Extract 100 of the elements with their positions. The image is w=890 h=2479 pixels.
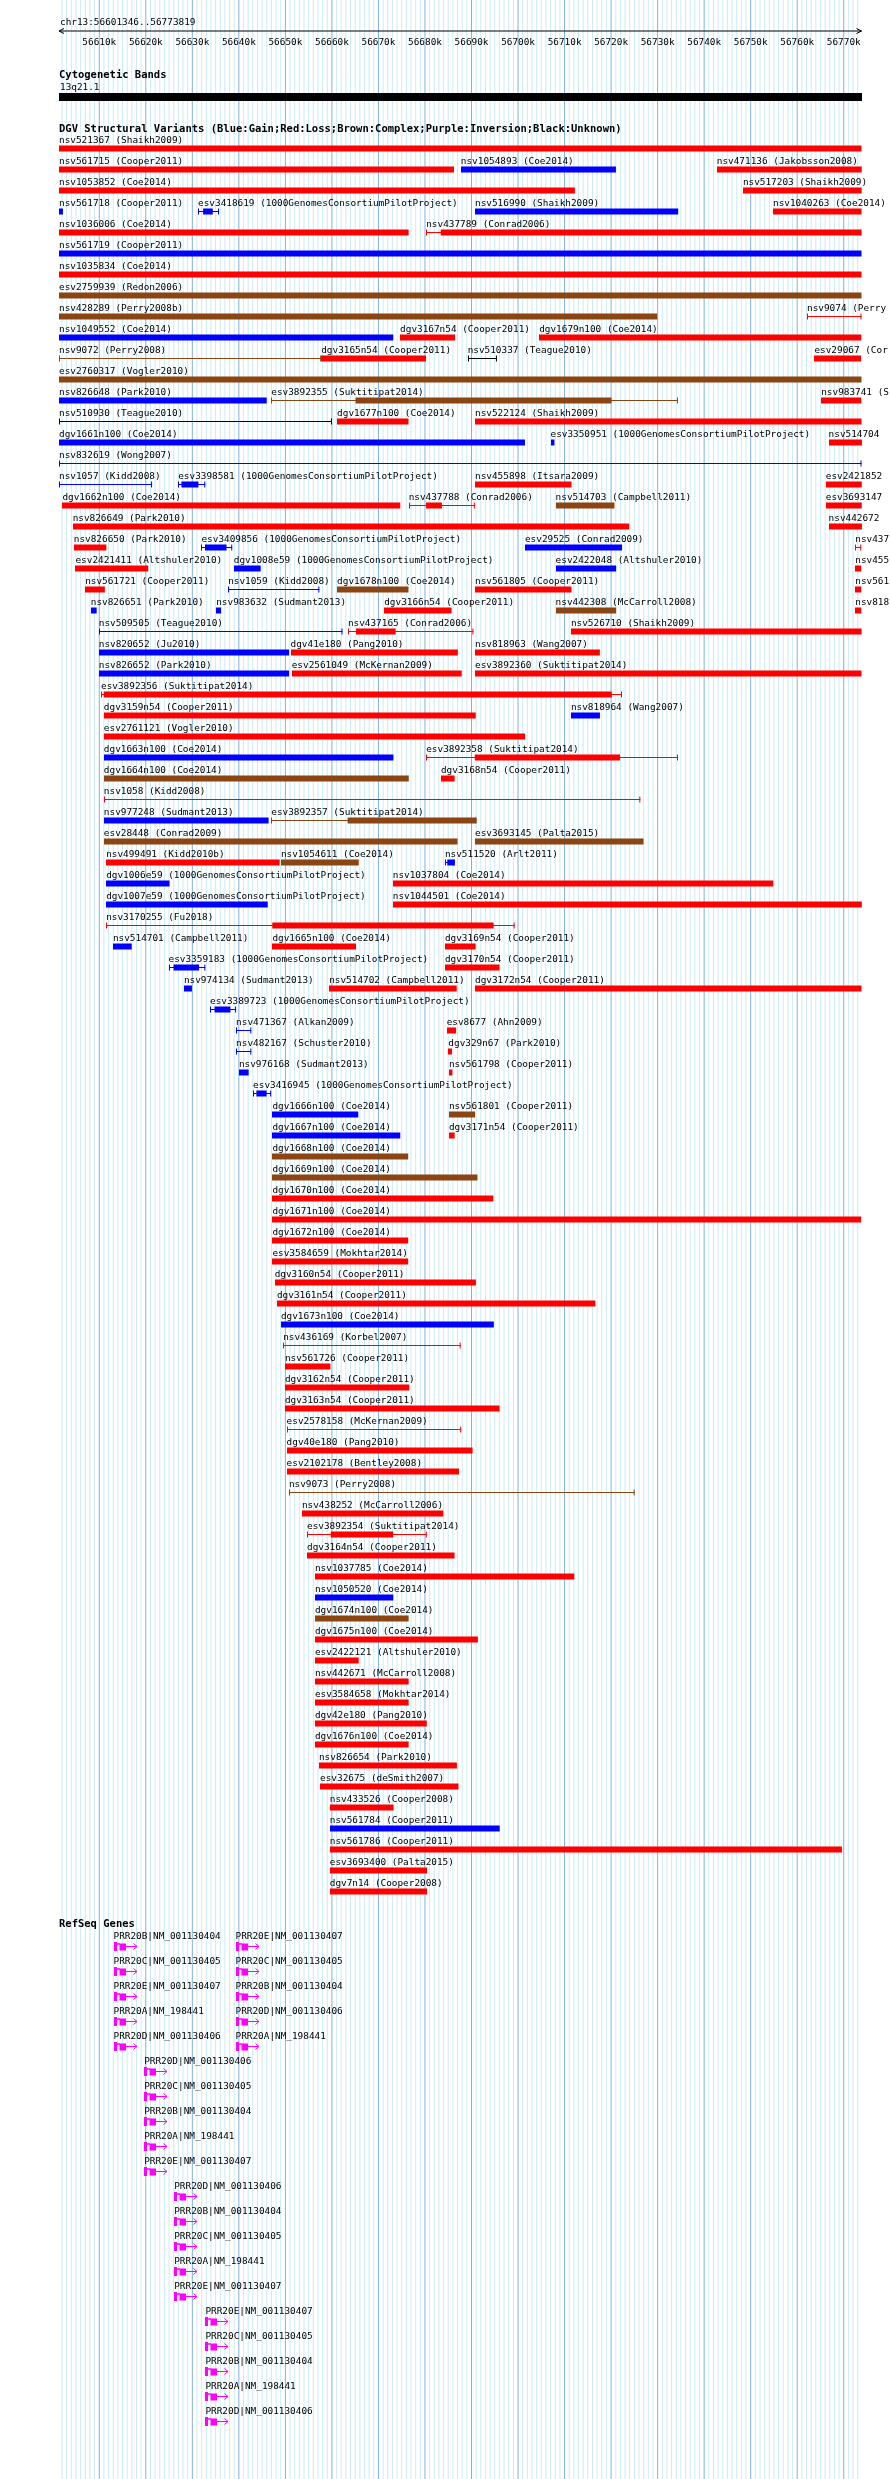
variant-label: nsv818964 (Wang2007) bbox=[570, 700, 684, 712]
variant-label: nsv437165 (Conrad2006) bbox=[347, 616, 473, 628]
track-title: Cytogenetic Bands bbox=[59, 68, 167, 80]
variant-label: dgv3169n54 (Cooper2011) bbox=[444, 931, 575, 943]
variant-label: nsv514704 bbox=[828, 427, 880, 439]
variant-label: dgv7n14 (Cooper2008) bbox=[329, 1876, 443, 1888]
track-title: DGV Structural Variants (Blue:Gain;Red:Loss;Brown:Complex;Purple:Inversion;Black:Unknown) bbox=[59, 122, 622, 134]
scale-tick-label: 56710k bbox=[547, 35, 582, 47]
variant-label: esv2578158 (McKernan2009) bbox=[286, 1414, 428, 1426]
variant-label: nsv1057 (Kidd2008) bbox=[59, 469, 161, 481]
gene-label: PRR20A|NM_198441 bbox=[144, 2129, 235, 2141]
gene-label: PRR20B|NM_001130404 bbox=[113, 1929, 221, 1941]
variant-label: dgv3165n54 (Cooper2011) bbox=[321, 343, 452, 355]
variant-label: nsv471136 (Jakobsson2008) bbox=[716, 154, 858, 166]
scale-tick-label: 56730k bbox=[640, 35, 675, 47]
variant-label: nsv826648 (Park2010) bbox=[59, 385, 172, 397]
variant-label: nsv561726 (Cooper2011) bbox=[284, 1351, 410, 1363]
variant-label: nsv977248 (Sudmant2013) bbox=[103, 805, 234, 817]
variant-label: nsv561798 (Cooper2011) bbox=[448, 1057, 574, 1069]
variant-label: nsv1054611 (Coe2014) bbox=[280, 847, 394, 859]
variant-label: dgv42e180 (Pang2010) bbox=[314, 1708, 428, 1720]
variant-label: esv3892356 (Suktitipat2014) bbox=[101, 679, 254, 691]
gene-label: PRR20C|NM_001130405 bbox=[113, 1954, 221, 1966]
scale-tick-label: 56700k bbox=[501, 35, 535, 47]
variant-label: nsv1054893 (Coe2014) bbox=[460, 154, 574, 166]
variant-label: nsv437 bbox=[855, 532, 890, 544]
variant-label: nsv983741 (S bbox=[821, 385, 889, 397]
variant-label: nsv1035834 (Coe2014) bbox=[59, 259, 172, 271]
variant-label: nsv818963 (Wang2007) bbox=[475, 637, 588, 649]
variant-label: esv3892358 (Suktitipat2014) bbox=[426, 742, 579, 754]
variant-label: nsv561801 (Cooper2011) bbox=[448, 1099, 574, 1111]
variant-label: nsv1053852 (Coe2014) bbox=[59, 175, 172, 187]
variant-label: dgv3170n54 (Cooper2011) bbox=[444, 952, 575, 964]
variant-label: nsv1050520 (Coe2014) bbox=[314, 1582, 428, 1594]
variant-label: esv2102178 (Bentley2008) bbox=[286, 1456, 423, 1468]
scale-tick-label: 56620k bbox=[128, 35, 163, 47]
scale-tick-label: 56680k bbox=[408, 35, 442, 47]
scale-tick-label: 56770k bbox=[826, 35, 861, 47]
variant-label: nsv442672 bbox=[828, 511, 880, 523]
variant-label: nsv1058 (Kidd2008) bbox=[103, 784, 206, 796]
scale-tick-label: 56750k bbox=[733, 35, 768, 47]
variant-label: nsv826650 (Park2010) bbox=[73, 532, 187, 544]
variant-label: esv29067 (Cor bbox=[814, 343, 888, 355]
variant-label: esv3693145 (Palta2015) bbox=[475, 826, 600, 838]
variant-label: esv2759939 (Redon2006) bbox=[59, 280, 184, 292]
variant-label: nsv9074 (Perry bbox=[807, 301, 887, 313]
variant-label: nsv561721 (Cooper2011) bbox=[85, 574, 210, 586]
variant-label: dgv3164n54 (Cooper2011) bbox=[307, 1540, 437, 1552]
scale-tick-label: 56740k bbox=[687, 35, 722, 47]
variant-label: nsv826652 (Park2010) bbox=[98, 658, 212, 670]
variant-label: nsv522124 (Shaikh2009) bbox=[475, 406, 600, 418]
scale-tick-label: 56610k bbox=[82, 35, 117, 47]
gene-label: PRR20D|NM_001130406 bbox=[144, 2054, 252, 2066]
variant-label: nsv509505 (Teague2010) bbox=[98, 616, 223, 628]
gene-label: PRR20E|NM_001130407 bbox=[205, 2304, 313, 2316]
variant-label: nsv976168 (Sudmant2013) bbox=[238, 1057, 369, 1069]
gene-label: PRR20C|NM_001130405 bbox=[235, 1954, 343, 1966]
variant-label: nsv438252 (McCarroll2006) bbox=[301, 1498, 444, 1510]
variant-label: nsv826649 (Park2010) bbox=[72, 511, 186, 523]
variant-label: nsv561786 (Cooper2011) bbox=[329, 1834, 454, 1846]
variant-label: nsv510337 (Teague2010) bbox=[467, 343, 592, 355]
variant-label: nsv521367 (Shaikh2009) bbox=[59, 133, 184, 145]
variant-label: nsv442308 (McCarroll2008) bbox=[555, 595, 697, 607]
variant-label: dgv3172n54 (Cooper2011) bbox=[475, 973, 605, 985]
variant-label: dgv3167n54 (Cooper2011) bbox=[400, 322, 530, 334]
variant-label: dgv1675n100 (Coe2014) bbox=[314, 1624, 434, 1636]
variant-label: dgv1676n100 (Coe2014) bbox=[314, 1729, 434, 1741]
gene-label: PRR20E|NM_001130407 bbox=[235, 1929, 343, 1941]
variant-label: dgv3161n54 (Cooper2011) bbox=[276, 1288, 407, 1300]
variant-label: nsv442671 (McCarroll2008) bbox=[314, 1666, 457, 1678]
track-title: RefSeq Genes bbox=[59, 1917, 135, 1929]
variant-label: esv2422121 (Altshuler2010) bbox=[314, 1645, 462, 1657]
variant-label: dgv41e180 (Pang2010) bbox=[290, 637, 404, 649]
scale-tick-label: 56660k bbox=[315, 35, 349, 47]
variant-label: nsv1036006 (Coe2014) bbox=[59, 217, 172, 229]
variant-label: esv3892360 (Suktitipat2014) bbox=[475, 658, 628, 670]
variant-label: esv3398581 (1000GenomesConsortiumPilotProject) bbox=[178, 469, 438, 481]
variant-label: nsv1040263 (Coe2014) bbox=[773, 196, 886, 208]
variant-label: dgv1672n100 (Coe2014) bbox=[272, 1225, 391, 1237]
gene-label: PRR20B|NM_001130404 bbox=[144, 2104, 252, 2116]
variant-label: nsv436169 (Korbel2007) bbox=[283, 1330, 408, 1342]
variant-label: esv3892354 (Suktitipat2014) bbox=[307, 1519, 460, 1531]
variant-label: nsv561784 (Cooper2011) bbox=[329, 1813, 454, 1825]
gene-label: PRR20C|NM_001130405 bbox=[144, 2079, 252, 2091]
variant-label: dgv1669n100 (Coe2014) bbox=[272, 1162, 391, 1174]
variant-label: nsv471367 (Alkan2009) bbox=[236, 1015, 355, 1027]
variant-label: nsv826651 (Park2010) bbox=[90, 595, 204, 607]
variant-label: nsv818 bbox=[855, 595, 890, 607]
variant-label: nsv514702 (Campbell2011) bbox=[329, 973, 465, 985]
variant-label: nsv9073 (Perry2008) bbox=[288, 1477, 397, 1489]
variant-label: dgv1678n100 (Coe2014) bbox=[337, 574, 456, 586]
gene-label: PRR20A|NM_198441 bbox=[113, 2004, 204, 2016]
gene-label: PRR20E|NM_001130407 bbox=[174, 2279, 282, 2291]
variant-label: dgv1679n100 (Coe2014) bbox=[539, 322, 658, 334]
variant-label: dgv3159n54 (Cooper2011) bbox=[103, 700, 234, 712]
variant-label: esv2760317 (Vogler2010) bbox=[59, 364, 189, 376]
variant-label: esv3409856 (1000GenomesConsortiumPilotProject) bbox=[201, 532, 462, 544]
gene-label: PRR20B|NM_001130404 bbox=[174, 2204, 282, 2216]
variant-label: nsv517203 (Shaikh2009) bbox=[742, 175, 868, 187]
variant-label: dgv1661n100 (Coe2014) bbox=[59, 427, 178, 439]
